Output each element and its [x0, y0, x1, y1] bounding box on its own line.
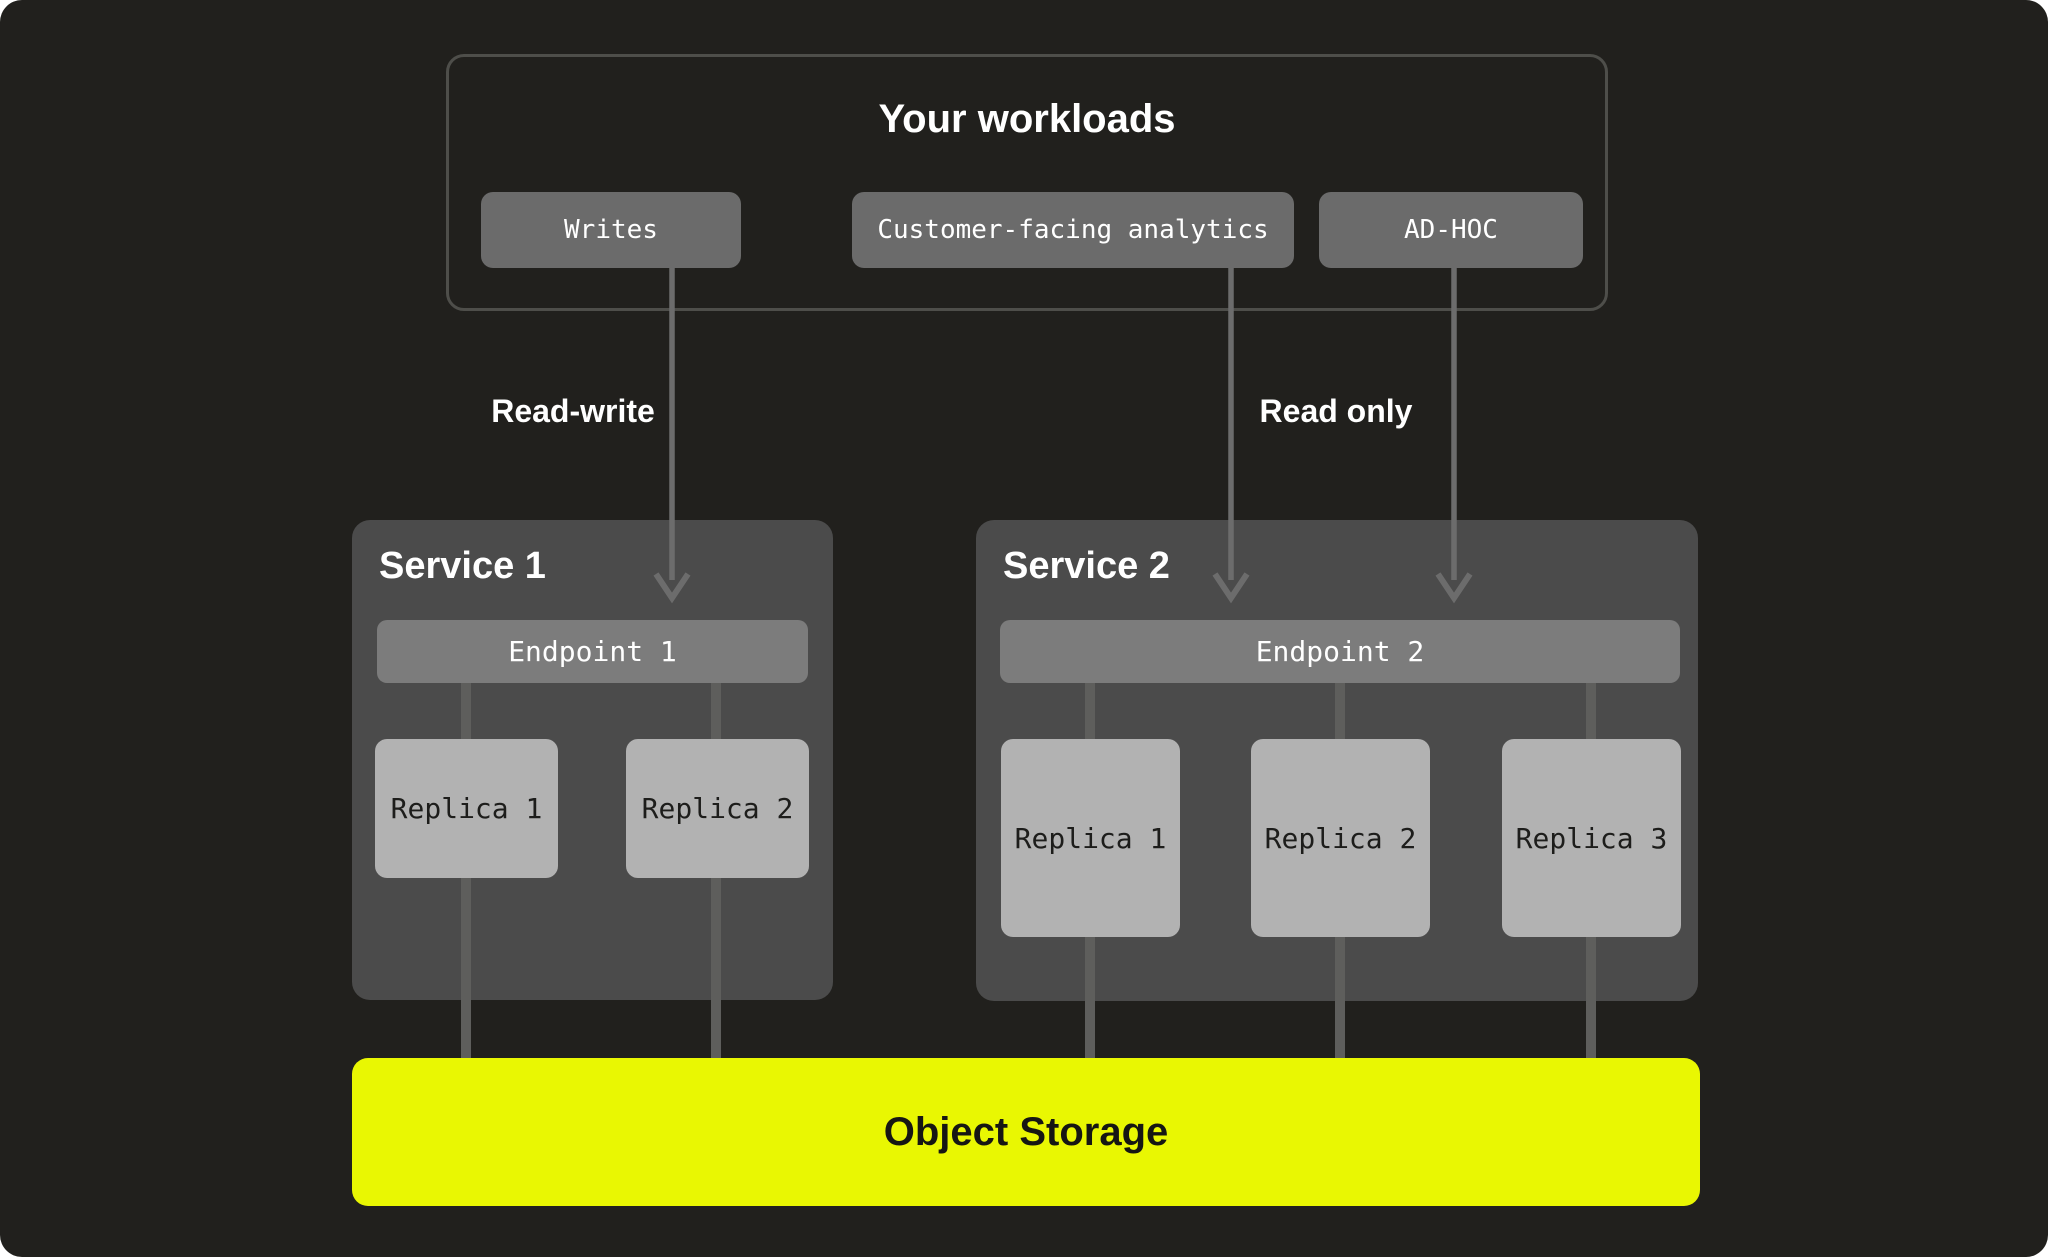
workload-pill-customer-facing-analytics: Customer-facing analytics: [852, 192, 1294, 268]
service-1-replica-2: Replica 2: [626, 739, 809, 878]
object-storage-bar: Object Storage: [352, 1058, 1700, 1206]
service-1-title: Service 1: [379, 545, 546, 587]
service-1-replica-1: Replica 1: [375, 739, 558, 878]
endpoint-1-bar: Endpoint 1: [377, 620, 808, 683]
workload-pill-ad-hoc: AD-HOC: [1319, 192, 1583, 268]
workload-pill-writes: Writes: [481, 192, 741, 268]
workloads-title: Your workloads: [878, 97, 1176, 141]
flow-label-read-only: Read only: [1259, 393, 1413, 429]
service-2-replica-3: Replica 3: [1502, 739, 1681, 937]
arrow-down-icon-analytics: [1212, 268, 1250, 604]
arrow-down-icon-adhoc: [1435, 268, 1473, 604]
flow-label-read-write: Read-write: [491, 393, 655, 429]
endpoint-2-bar: Endpoint 2: [1000, 620, 1680, 683]
workloads-group-box: Your workloads: [446, 54, 1608, 311]
service-2-replica-1: Replica 1: [1001, 739, 1180, 937]
service-2-title: Service 2: [1003, 545, 1170, 587]
arrow-down-icon-writes: [653, 268, 691, 604]
service-2-replica-2: Replica 2: [1251, 739, 1430, 937]
